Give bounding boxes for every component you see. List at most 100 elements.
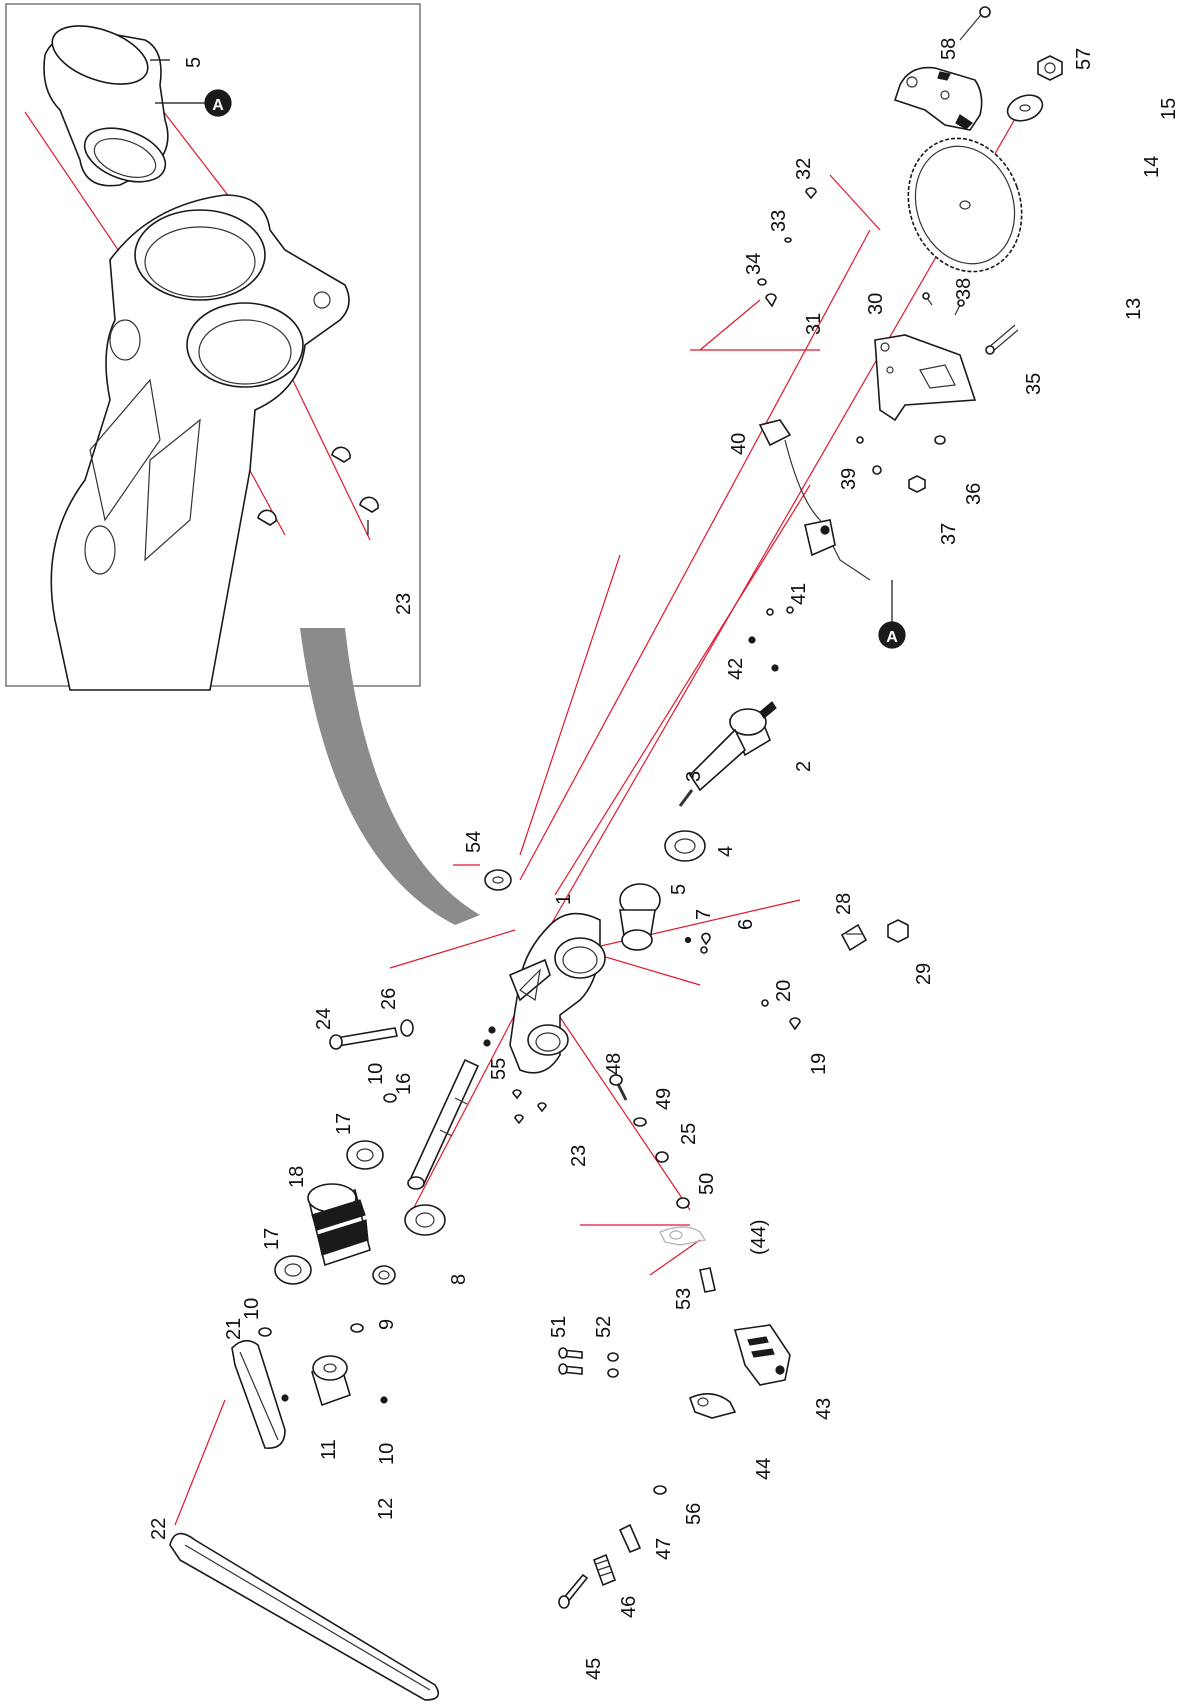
part-53-pin — [699, 1267, 716, 1293]
label-36: 36 — [963, 483, 985, 505]
part-11-pulley — [311, 1355, 351, 1407]
part-28-setscrew — [840, 923, 868, 952]
label-6: 6 — [735, 919, 757, 930]
part-43-bracket — [733, 1324, 791, 1386]
label-19: 19 — [808, 1053, 830, 1075]
label-5-inset: 5 — [183, 57, 205, 68]
part-25-nut — [655, 1151, 669, 1163]
part-41-screw — [786, 606, 794, 614]
label-37: 37 — [938, 523, 960, 545]
part-14-washer — [1006, 94, 1044, 122]
part-52-washer-b — [607, 1368, 619, 1378]
label-17-a: 17 — [333, 1113, 355, 1135]
part-33-washer — [784, 237, 792, 243]
label-41: 41 — [788, 583, 810, 605]
label-5: 5 — [668, 884, 690, 895]
label-23-inset: 23 — [393, 593, 415, 615]
part-4-bearing — [664, 830, 706, 862]
label-38: 38 — [953, 278, 975, 300]
part-34-washer — [757, 278, 767, 286]
part-41-nut — [766, 608, 774, 616]
part-19-screw — [789, 1017, 801, 1031]
label-26: 26 — [378, 988, 400, 1010]
zoom-arrow — [300, 628, 480, 925]
label-4: 4 — [715, 846, 737, 857]
label-31: 31 — [803, 313, 825, 335]
label-44: 44 — [753, 1458, 775, 1480]
part-31-screw — [765, 293, 777, 308]
part-55-ball — [488, 1026, 496, 1034]
part-48-screw — [609, 1074, 628, 1101]
part-10-circlip-b — [350, 1323, 364, 1333]
label-29: 29 — [913, 963, 935, 985]
inset-bushing-5 — [43, 25, 169, 187]
part-36-washer — [934, 435, 946, 445]
label-10-b: 10 — [376, 1443, 398, 1465]
part-9-seal — [372, 1265, 396, 1285]
part-44-ghost — [659, 1226, 707, 1246]
label-30: 30 — [865, 293, 887, 315]
part-6-screw-b — [700, 946, 708, 954]
inset-screws-23 — [257, 446, 379, 526]
part-39-nut-b — [856, 436, 864, 444]
part-10-circlip — [383, 1093, 397, 1103]
label-23: 23 — [568, 1145, 590, 1167]
part-57-screw — [959, 6, 991, 41]
label-24: 24 — [313, 1008, 335, 1030]
part-23-screw-b — [537, 1102, 547, 1113]
part-46-spring — [592, 1553, 617, 1587]
label-50: 50 — [696, 1173, 718, 1195]
label-3: 3 — [683, 771, 705, 782]
label-8: 8 — [448, 1274, 470, 1285]
label-21: 21 — [223, 1318, 245, 1340]
label-10-a: 10 — [365, 1063, 387, 1085]
label-39: 39 — [838, 468, 860, 490]
part-24-bolt — [329, 1027, 398, 1050]
part-29-nut — [887, 919, 909, 943]
part-3-pin — [678, 789, 694, 807]
part-1-casting — [508, 912, 606, 1074]
label-17-b: 17 — [261, 1228, 283, 1250]
part-8-bearing — [404, 1204, 446, 1236]
part-2-arbor — [688, 701, 777, 792]
label-42: 42 — [725, 658, 747, 680]
label-35: 35 — [1023, 373, 1045, 395]
label-28: 28 — [833, 893, 855, 915]
part-37-nut — [908, 475, 926, 493]
label-7: 7 — [693, 909, 715, 920]
part-16-shaft — [407, 1058, 480, 1190]
part-26-washer — [400, 1019, 414, 1037]
label-9: 9 — [376, 1319, 398, 1330]
label-53: 53 — [673, 1288, 695, 1310]
callout-a-inset-letter: A — [212, 97, 224, 114]
label-47: 47 — [653, 1538, 675, 1560]
part-12-ball — [281, 1394, 289, 1402]
inset-detail-a: A — [5, 3, 421, 691]
part-13-saw-blade — [907, 137, 1023, 273]
part-23-screw-c — [512, 1089, 522, 1100]
part-58-guard — [893, 66, 983, 131]
part-38-screw — [922, 292, 930, 300]
label-13: 13 — [1123, 298, 1145, 320]
label-22: 22 — [148, 1518, 170, 1540]
label-34: 34 — [743, 253, 765, 275]
label-16: 16 — [393, 1073, 415, 1095]
label-12: 12 — [375, 1498, 397, 1520]
label-54: 54 — [463, 831, 485, 853]
label-11: 11 — [318, 1439, 340, 1460]
label-55: 55 — [488, 1058, 510, 1080]
part-7-ball — [684, 936, 692, 944]
part-32-screw — [805, 187, 817, 200]
label-58: 58 — [938, 38, 960, 60]
label-18: 18 — [286, 1166, 308, 1188]
part-12-ball-b — [380, 1396, 388, 1404]
label-46: 46 — [618, 1596, 640, 1618]
label-45: 45 — [583, 1658, 605, 1680]
label-14: 14 — [1141, 156, 1163, 178]
part-44-lever — [688, 1393, 737, 1419]
label-56: 56 — [683, 1503, 705, 1525]
part-10-circlip-c — [258, 1327, 272, 1337]
label-10-c: 10 — [241, 1298, 263, 1320]
part-15-nut — [1037, 55, 1063, 81]
